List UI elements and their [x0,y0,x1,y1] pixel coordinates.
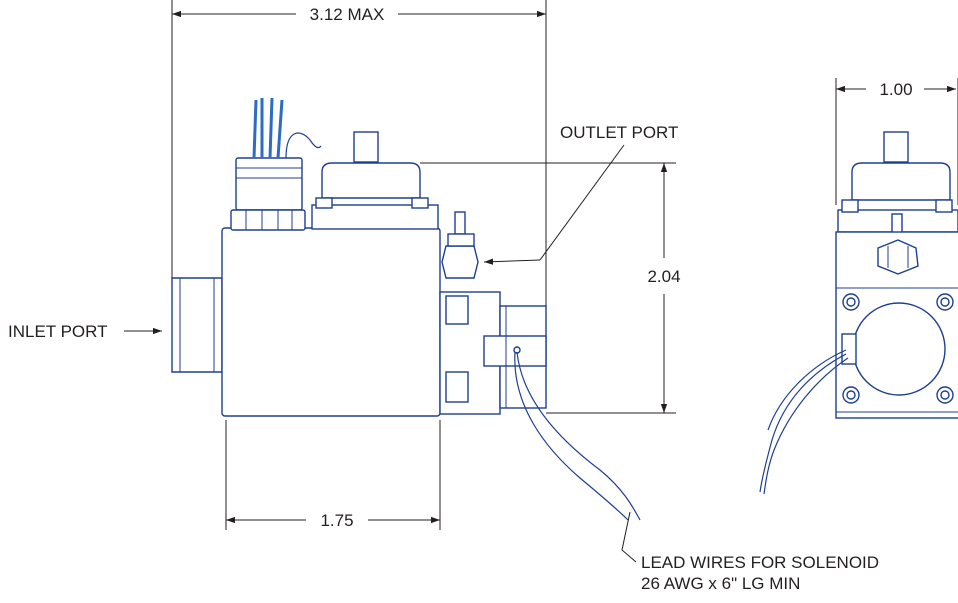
coil-connector [230,157,306,231]
lead-wires-label-line2: 26 AWG x 6" LG MIN [641,574,800,593]
dimension-2-04: 2.04 [420,162,681,414]
solenoid-coil [852,302,946,396]
solenoid-body [221,227,441,417]
coil-wires [252,97,322,159]
dimension-1-00: 1.00 [835,78,958,205]
front-view [171,97,641,521]
regulator-cap [311,131,439,230]
mounting-screws [842,293,954,404]
callout-outlet-port: OUTLET PORT [483,123,678,265]
side-view [759,131,958,495]
dim-height: 2.04 [647,267,680,286]
dimension-1-75: 1.75 [225,420,441,530]
pilot-block [439,291,547,415]
dim-body-length: 1.75 [320,511,353,530]
callout-lead-wires: LEAD WIRES FOR SOLENOID 26 AWG x 6" LG M… [621,511,879,593]
callout-inlet-port: INLET PORT [8,322,162,341]
dimension-3-12: 3.12 MAX [171,0,547,306]
solenoid-lead-wires [514,351,641,521]
inlet-port-label: INLET PORT [8,322,108,341]
outlet-port-label: OUTLET PORT [560,123,678,142]
lead-wires-label-line1: LEAD WIRES FOR SOLENOID [641,553,879,572]
dim-side-width: 1.00 [879,80,912,99]
outlet-fitting [441,211,479,279]
dim-overall-length: 3.12 MAX [310,5,385,24]
